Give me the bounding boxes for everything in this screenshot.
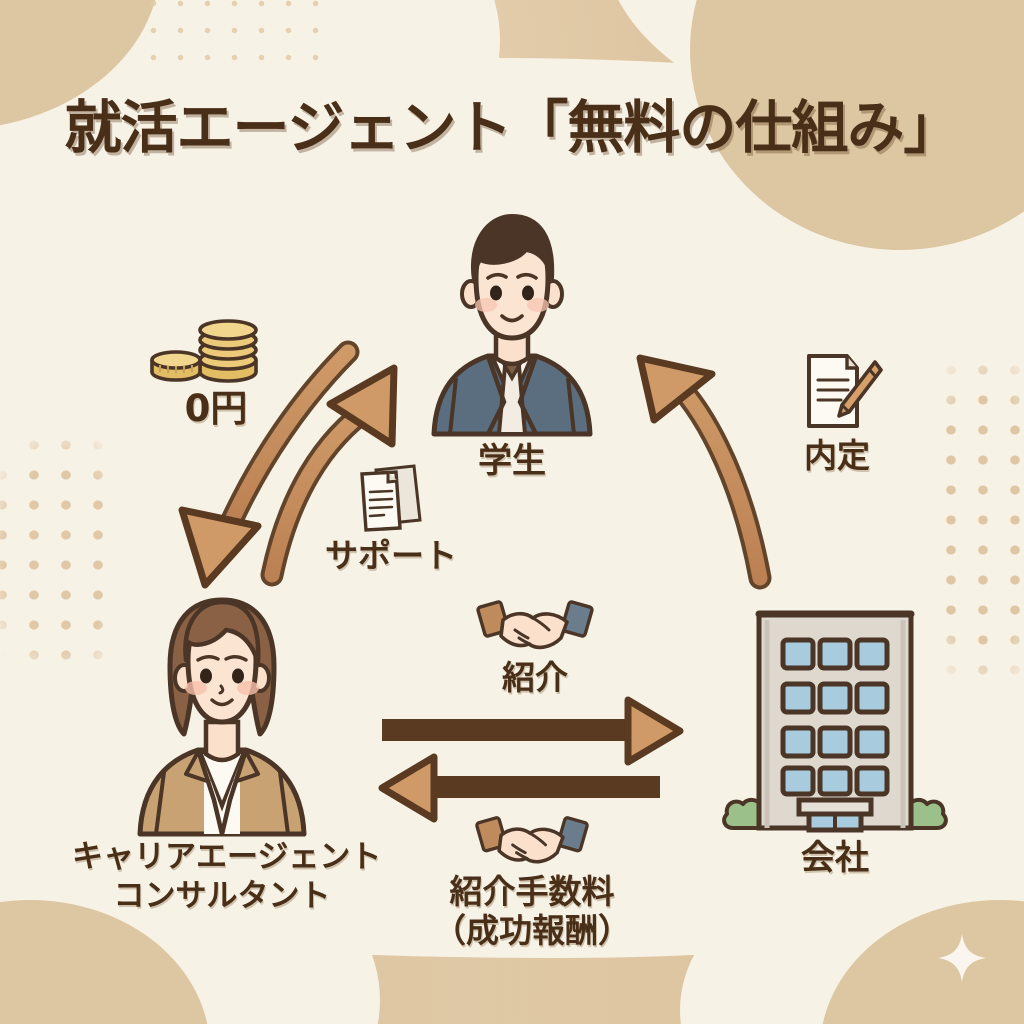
dot-pattern-top-left [140,0,330,80]
edge-commission: 紹介手数料 （成功報酬） [392,812,672,950]
student-avatar-icon [431,214,593,437]
handshake-icon [475,816,589,864]
edge-support: サポート [296,462,486,575]
node-consultant[interactable]: キャリアエージェント コンサルタント [72,586,382,914]
coin-stack-icon [150,319,258,383]
commission-label-line2: （成功報酬） [433,910,631,950]
edge-introduction: 紹介 [430,596,640,697]
dot-pattern-left [0,430,114,680]
consultant-label-line1: キャリアエージェント [72,839,382,875]
edge-fee-zero: 0円 [136,310,296,429]
student-label: 学生 [478,441,546,481]
fee-zero-label: 0円 [184,387,248,430]
handshake-icon [476,600,594,650]
documents-icon [360,464,422,532]
dot-pattern-right [935,355,1024,685]
consultant-avatar-icon [137,597,307,837]
page-title: 就活エージェント「無料の仕組み」 [64,95,961,161]
sparkle-icon [938,934,986,982]
node-student[interactable]: 学生 [392,206,632,480]
document-pencil-icon [807,354,883,428]
offer-label: 内定 [804,436,870,475]
introduction-label: 紹介 [502,658,568,697]
support-label: サポート [325,536,457,575]
node-company[interactable]: 会社 [700,596,970,877]
commission-label-line1: 紹介手数料 [449,872,615,911]
edge-offer: 内定 [762,350,912,475]
office-building-icon [722,610,948,833]
consultant-label-line2: コンサルタント [113,877,331,914]
company-label: 会社 [801,838,869,878]
